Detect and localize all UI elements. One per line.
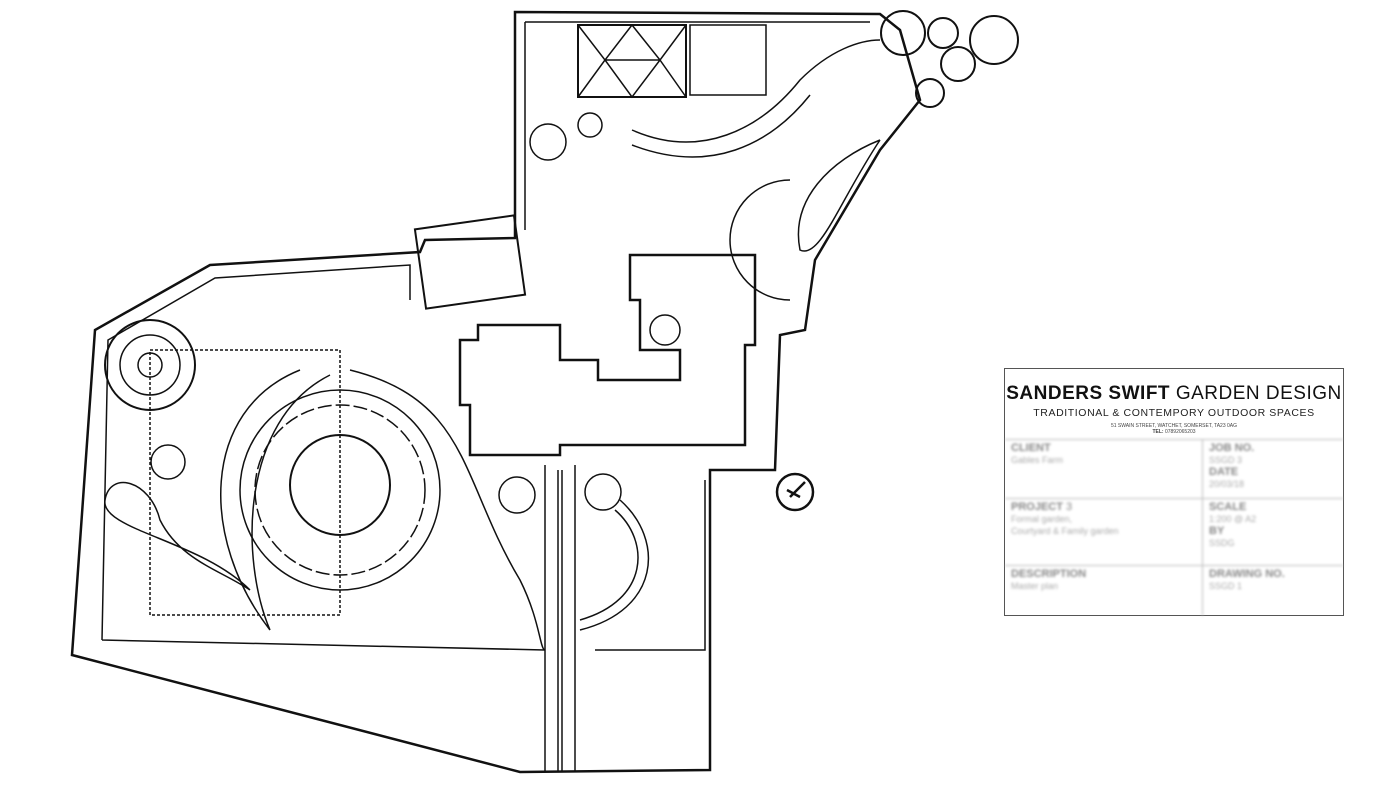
title-block: SANDERS SWIFT GARDEN DESIGN TRADITIONAL … [1004, 368, 1344, 616]
tree-cluster [880, 10, 1019, 108]
tagline: TRADITIONAL & CONTEMPORY OUTDOOR SPACES [1033, 407, 1315, 419]
circular-lawn-mid [254, 404, 426, 576]
round-lawn [729, 179, 791, 301]
north-arrow-icon [775, 472, 815, 512]
project-label: PROJECT 3 [1011, 501, 1073, 513]
date-value: 20/03/18 [1209, 479, 1245, 489]
job-no-value: SSGD 3 [1209, 455, 1243, 465]
scale-value: 1:200 @ A2 [1209, 514, 1257, 524]
company-name: SANDERS SWIFT GARDEN DESIGN [1006, 383, 1342, 404]
courtyard-feature [649, 314, 681, 346]
description-label: DESCRIPTION [1011, 568, 1087, 580]
tree [150, 444, 186, 480]
scale-label: SCALE [1209, 501, 1247, 513]
hook-bed [579, 499, 650, 631]
drawing-no-value: SSGD 1 [1209, 581, 1243, 591]
house [458, 253, 757, 457]
client-label: CLIENT [1011, 442, 1051, 454]
diagonal-bed [797, 139, 881, 252]
site-boundary [70, 10, 922, 774]
roof-hips [577, 24, 687, 99]
shrub [577, 112, 603, 138]
date-label: DATE [1209, 466, 1239, 478]
scroll-bed [104, 481, 251, 591]
summerhouse-roof [577, 24, 687, 98]
tree [584, 473, 622, 511]
description-value: Master plan [1011, 581, 1059, 591]
by-label: BY [1209, 525, 1225, 537]
round-feature [104, 319, 196, 411]
round-feature-inner [119, 334, 181, 396]
curved-path [631, 39, 881, 158]
inner-boundary [101, 21, 870, 651]
shrub [529, 123, 567, 161]
address: 51 SWAIN STREET, WATCHET, SOMERSET, TA23… [1110, 423, 1238, 429]
circular-pool [289, 434, 391, 536]
tree [498, 476, 536, 514]
by-value: SSDG [1209, 538, 1235, 548]
raised-beds [689, 24, 767, 96]
round-feature-core [137, 352, 163, 378]
central-path [544, 465, 576, 772]
serpentine-bed [220, 369, 546, 651]
project-line-2: Courtyard & Family garden [1011, 526, 1119, 536]
gravel-parterre [149, 349, 341, 616]
client-value: Gables Farm [1011, 455, 1064, 465]
circular-lawn-outer [239, 389, 441, 591]
outbuilding [413, 214, 527, 310]
drawing-no-label: DRAWING NO. [1209, 568, 1285, 580]
telephone: TEL: 07892065203 [1152, 429, 1196, 435]
project-line-1: Formal garden, [1011, 514, 1073, 524]
job-no-label: JOB NO. [1209, 442, 1255, 454]
